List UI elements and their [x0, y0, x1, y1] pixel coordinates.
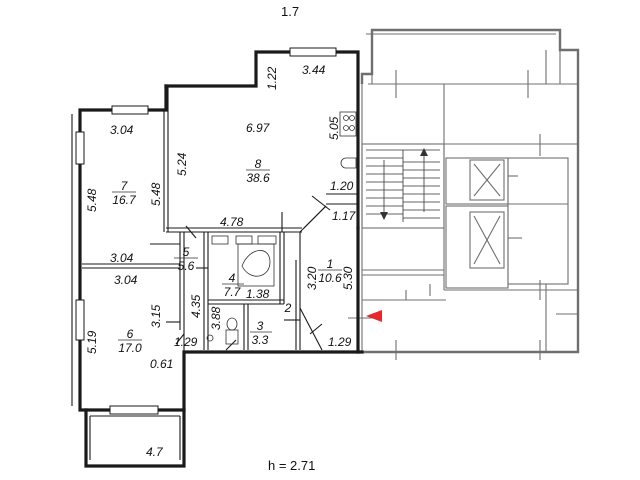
dim-0-61: 0.61	[150, 357, 173, 371]
sheet-labels: 1.7 h = 2.71	[268, 4, 315, 473]
dim-3-04-mid2: 3.04	[114, 273, 138, 287]
room-5-area: 5.6	[178, 259, 195, 273]
dim-3-04-mid1: 3.04	[110, 251, 134, 265]
common-area	[348, 28, 580, 360]
room-7-area: 16.7	[112, 193, 137, 207]
room-8-area: 38.6	[246, 171, 270, 185]
dim-1-20: 1.20	[330, 179, 354, 193]
elevator-shafts	[445, 157, 569, 289]
dim-3-15: 3.15	[149, 304, 163, 328]
dim-3-20: 3.20	[305, 266, 319, 290]
dim-5-19: 5.19	[85, 330, 99, 354]
dim-1-29-left: 1.29	[174, 335, 198, 349]
room-3-number: 3	[257, 319, 264, 333]
room-6-area: 17.0	[118, 341, 142, 355]
dim-5-48-right: 5.48	[149, 182, 163, 206]
dim-1-22: 1.22	[265, 66, 279, 90]
room-8-number: 8	[255, 157, 262, 171]
dim-6-97: 6.97	[246, 121, 271, 135]
entrance-marker	[366, 310, 382, 322]
interior-walls	[82, 86, 358, 352]
room-1-number: 1	[327, 257, 334, 271]
staircase	[366, 148, 440, 222]
room-7-number: 7	[121, 179, 129, 193]
dim-4-35: 4.35	[189, 294, 203, 318]
dim-1-38: 1.38	[246, 287, 270, 301]
fixtures	[206, 111, 357, 345]
room-5-number: 5	[183, 245, 190, 259]
dim-4-7: 4.7	[146, 445, 164, 459]
top-label: 1.7	[281, 4, 299, 19]
dim-5-48-left: 5.48	[85, 188, 99, 212]
room-4-area: 7.7	[224, 285, 242, 299]
dimension-labels: 3.44 1.22 6.97 5.05 5.24 3.04 5.48 5.48 …	[85, 63, 357, 459]
dim-3-04-top: 3.04	[110, 123, 134, 137]
dim-5-05: 5.05	[327, 116, 341, 140]
room-2-number: 2	[284, 301, 292, 315]
dim-1-29-right: 1.29	[328, 335, 352, 349]
dim-5-30: 5.30	[341, 266, 355, 290]
room-1-area: 10.6	[318, 271, 342, 285]
dim-3-44: 3.44	[302, 63, 326, 77]
ceiling-height: h = 2.71	[268, 458, 315, 473]
room-6-number: 6	[127, 327, 134, 341]
dim-5-24: 5.24	[175, 152, 189, 176]
windows	[75, 47, 337, 415]
room-3-area: 3.3	[252, 333, 269, 347]
dim-4-78: 4.78	[220, 215, 244, 229]
dim-1-17: 1.17	[332, 209, 357, 223]
room-4-number: 4	[229, 271, 236, 285]
room-labels: 8 38.6 7 16.7 6 17.0 5 5.6 4 7.7 3 3.3 2…	[112, 157, 342, 355]
dim-3-88: 3.88	[209, 306, 223, 330]
